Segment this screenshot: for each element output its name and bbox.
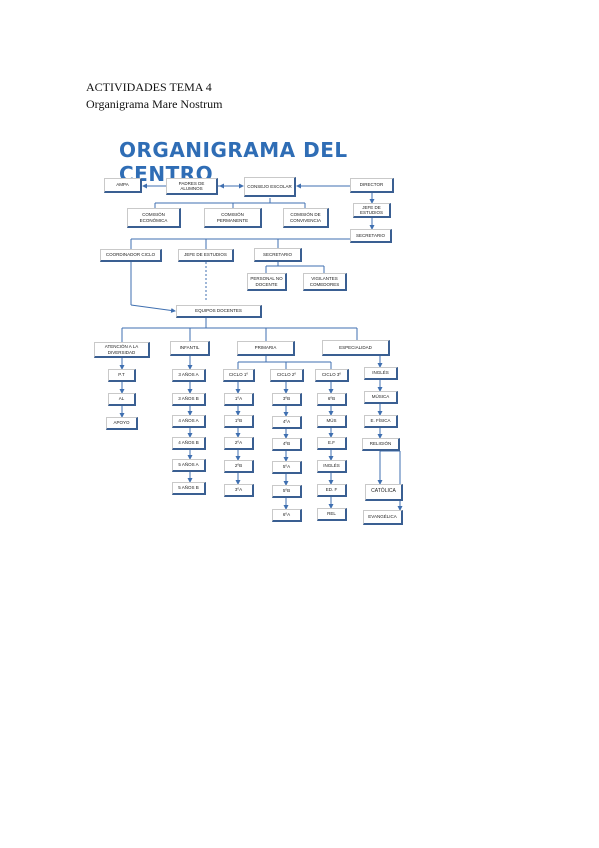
box-e2: MÚSICA — [364, 391, 398, 404]
box-inf-3: 4 AÑOS A — [172, 415, 206, 428]
box-c1-6: 3ºA — [224, 484, 254, 497]
box-diversidad: ATENCIÓN A LA DIVERSIDAD — [94, 342, 150, 358]
box-infantil: INFANTIL — [170, 341, 210, 356]
box-c3-6: ED. F — [317, 484, 347, 497]
box-c2-5: 5ºA — [272, 461, 302, 474]
box-c1-1: CICLO 1º — [223, 369, 255, 382]
box-c3-4: E.F — [317, 437, 347, 450]
box-evangelica: EVANGÉLICA — [363, 510, 403, 525]
box-secretario: SECRETARIO — [254, 248, 302, 262]
box-catolica: CATÓLICA — [365, 484, 403, 501]
box-c2-6: 5ºB — [272, 485, 302, 498]
box-c2-1: CICLO 2º — [270, 369, 304, 382]
box-director: DIRECTOR — [350, 178, 394, 193]
box-c3-5: INGLÉS — [317, 460, 347, 473]
box-pt: P.T — [108, 369, 136, 382]
box-comision-convivencia: COMISIÓN DE CONVIVENCIA — [283, 208, 329, 228]
box-consejo: CONSEJO ESCOLAR — [244, 177, 296, 197]
header-line-2: Organigrama Mare Nostrum — [86, 97, 223, 111]
box-inf-2: 3 AÑOS B — [172, 393, 206, 406]
header-line-1: ACTIVIDADES TEMA 4 — [86, 80, 212, 94]
box-comision-permanente: COMISIÓN PERMANENTE — [204, 208, 262, 228]
box-c2-2: 3ºB — [272, 393, 302, 406]
box-jefe-estudios: JEFE DE ESTUDIOS — [178, 249, 234, 262]
box-c1-3: 1ºB — [224, 415, 254, 428]
box-inf-1: 3 AÑOS A — [172, 369, 206, 382]
box-c3-1: CICLO 3º — [315, 369, 349, 382]
box-c2-4: 4ºB — [272, 438, 302, 451]
box-coordinador: COORDINADOR CICLO — [100, 249, 162, 262]
box-equipos: EQUIPOS DOCENTES — [176, 305, 262, 318]
box-c1-5: 2ºB — [224, 460, 254, 473]
box-personal-docente: PERSONAL NO DOCENTE — [247, 273, 287, 291]
box-c1-4: 2ºA — [224, 437, 254, 450]
box-e4: RELIGIÓN — [362, 438, 400, 451]
box-primaria: PRIMARIA — [237, 341, 295, 356]
chart-title: ORGANIGRAMA DEL CENTRO — [119, 138, 348, 186]
box-secretario-top: SECRETARIO — [350, 229, 392, 243]
box-vigilantes: VIGILANTES COMEDORES — [303, 273, 347, 291]
box-ampa: AMPA — [104, 178, 142, 193]
box-inf-4: 4 AÑOS B — [172, 437, 206, 450]
box-apoyo: APOYO — [106, 417, 138, 430]
box-jefe-estudios-top: JEFE DE ESTUDIOS — [353, 203, 391, 218]
box-c2-3: 4ºA — [272, 416, 302, 429]
box-c1-2: 1ºA — [224, 393, 254, 406]
box-inf-6: 5 AÑOS B — [172, 482, 206, 495]
box-especialidad: ESPECIALIDAD — [322, 340, 390, 356]
box-padres: PADRES DE ALUMNOS — [166, 178, 218, 195]
box-al: AL — [108, 393, 136, 406]
box-comision-economica: COMISIÓN ECONÓMICA — [127, 208, 181, 228]
box-e3: E. FÍSICA — [364, 415, 398, 428]
box-inf-5: 5 AÑOS A — [172, 459, 206, 472]
box-c3-3: MÚS — [317, 415, 347, 428]
box-c3-7: REL — [317, 508, 347, 521]
box-e1: INGLÉS — [364, 367, 398, 380]
box-c3-2: 6ºB — [317, 393, 347, 406]
box-c2-7: 6ºA — [272, 509, 302, 522]
